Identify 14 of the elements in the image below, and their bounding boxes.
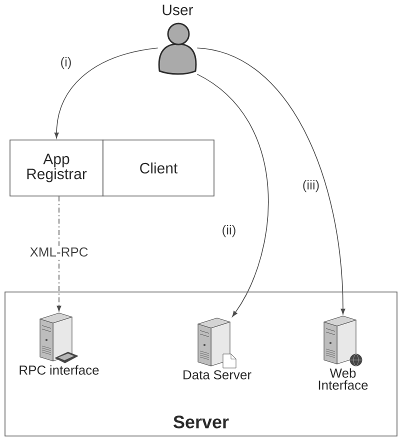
edge-label: (i): [58, 55, 74, 71]
person-label: User: [162, 4, 194, 16]
server-label: Data Server: [184, 370, 252, 380]
server-label: RPC interface: [20, 365, 99, 375]
edge-label: XML-RPC: [28, 246, 90, 258]
arrow: [196, 48, 346, 314]
arrow: [54, 48, 158, 138]
dashed-arrow: [56, 196, 62, 312]
component-box: App Registrar: [10, 140, 104, 196]
arrow: [196, 74, 269, 317]
edge-label: (ii): [220, 223, 238, 239]
server-label: Web Interface: [318, 368, 368, 390]
component-box: Client: [102, 140, 214, 196]
edge-label: (iii): [300, 178, 322, 194]
